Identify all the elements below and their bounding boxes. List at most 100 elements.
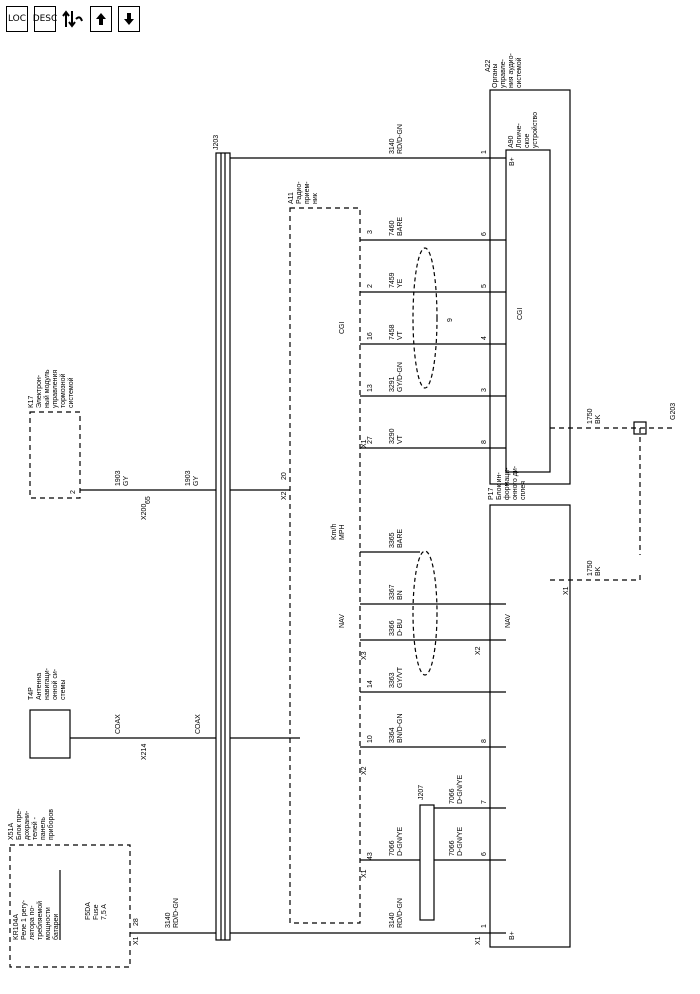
x1-label-p17: X1 — [475, 936, 482, 945]
pin-13-radio: 13 — [367, 384, 374, 392]
w3364-circuit: 3364 — [389, 727, 396, 743]
t4p-name-1: Антенна — [36, 673, 43, 700]
w3140-circuit-top: 3140 — [389, 138, 396, 154]
a90-box — [505, 149, 551, 473]
w7066-circuit-a: 7066 — [389, 840, 396, 856]
w3291-color: GY/D-GN — [397, 362, 404, 392]
w1903-circuit-a: 1903 — [115, 470, 122, 486]
w1750-circuit-a: 1750 — [587, 408, 594, 424]
w3367-circuit: 3367 — [389, 584, 396, 600]
pin-2-radio: 2 — [367, 284, 374, 288]
arrow-up-icon[interactable] — [90, 6, 112, 32]
pin-3-radio: 3 — [367, 230, 374, 234]
shield-number-9: 9 — [447, 318, 454, 322]
a22-name-1: Органы — [492, 63, 499, 88]
w3363-circuit: 3363 — [389, 672, 396, 688]
w7459-circuit: 7459 — [389, 272, 396, 288]
j203-bar — [215, 152, 231, 941]
kr104a-name-1: Реле 1 регу- — [21, 899, 28, 940]
svg-text:A22: A22 — [485, 59, 492, 72]
w7066-color-b: D-GN/YE — [457, 775, 464, 805]
k17-name-2: ный модуль — [43, 369, 51, 408]
pin-10-radio: 10 — [367, 735, 374, 743]
w7459-color: YE — [397, 278, 404, 288]
pin-43-radio: 43 — [367, 852, 374, 860]
kr104a-name-5: батареи — [52, 914, 60, 940]
a22-name-3: ния аудио- — [508, 53, 515, 88]
desc-label: DESC — [32, 14, 58, 24]
w1903-circuit-b: 1903 — [185, 470, 192, 486]
a90-name-3: устройство — [531, 112, 539, 148]
x200-label: X200 — [141, 504, 148, 520]
w7066-circuit-b: 7066 — [449, 788, 456, 804]
w7066-color-c: D-GN/YE — [457, 827, 464, 857]
cgi-label-radio: CGI — [339, 322, 346, 335]
t4p-id: T4P — [28, 687, 35, 700]
desc-button[interactable]: DESC — [32, 6, 58, 32]
a11-name-1: Радио- — [296, 181, 303, 204]
x1-label-radio-b: X1 — [361, 869, 368, 878]
updown-arrows-icon[interactable] — [62, 6, 84, 32]
p17-name-2: формаци- — [504, 467, 511, 500]
a90-name-2: ское — [524, 133, 531, 148]
w7460-color: BARE — [397, 217, 404, 236]
pin-2-k17: 2 — [70, 490, 77, 494]
k17-name-4: тормозной — [59, 373, 67, 408]
x3-label-radio: X3 — [361, 651, 368, 660]
x51a-name-5: приборов — [47, 809, 55, 840]
k17-id: K17 — [28, 395, 35, 408]
x214-label: X214 — [141, 744, 148, 760]
loc-button[interactable]: LOC — [6, 6, 28, 32]
x1-label-p17-gnd: X1 — [563, 586, 570, 595]
pin-14-radio: 14 — [367, 680, 374, 688]
w1750-circuit-b: 1750 — [587, 560, 594, 576]
pin-1-a90: 1 — [481, 150, 488, 154]
w3363-color: GY/VT — [397, 666, 404, 688]
toolbar: LOC DESC — [6, 6, 140, 32]
w1903-color-a: GY — [123, 476, 130, 486]
w7066-color-a: D-GN/YE — [397, 827, 404, 857]
arrow-down-icon[interactable] — [118, 6, 140, 32]
w1903-color-b: GY — [193, 476, 200, 486]
w7458-color: VT — [397, 330, 404, 340]
a11-name-2: прием- — [304, 181, 311, 204]
x51a-name-2: дохрани- — [24, 810, 31, 840]
x1-label-radio: X1 — [361, 439, 368, 448]
j203-label: J203 — [213, 135, 220, 150]
pin-6-a90: 6 — [481, 232, 488, 236]
w1750-color-b: BK — [595, 566, 602, 576]
w3365-circuit: 3365 — [389, 532, 396, 548]
p17-name-3: онного ди- — [512, 465, 519, 500]
pin-1-p17: 1 — [481, 924, 488, 928]
bplus-label-a90: B+ — [509, 157, 516, 166]
a22-box — [489, 89, 571, 485]
loc-label: LOC — [7, 14, 27, 24]
coax-label-b: COAX — [195, 714, 202, 734]
w3366-color: D-BU — [397, 619, 404, 636]
kr104a-name-2: лятора по- — [29, 905, 36, 940]
w3140-circuit-bottom: 3140 — [389, 912, 396, 928]
fuse-id: F5DA — [85, 902, 92, 920]
x51a-name-3: телей - — [31, 816, 39, 840]
a11-name-3: ник — [312, 192, 319, 204]
a22-name-4: системой — [515, 57, 523, 88]
cgi-label-a90: CGI — [517, 308, 524, 321]
w3367-color: BN — [397, 590, 404, 600]
nav-label-p17: NAV — [505, 614, 512, 628]
k17-name-3: управления — [52, 370, 59, 408]
kmh-label: Km/h — [331, 524, 338, 540]
x51a-name-1: Блок пре- — [16, 808, 23, 840]
w3291-circuit: 3291 — [389, 376, 396, 392]
x2-label-p17: X2 — [475, 646, 482, 655]
pin-20: 20 — [281, 472, 288, 480]
w3290-circuit: 3290 — [389, 428, 396, 444]
pin-16-radio: 16 — [367, 332, 374, 340]
j207-label: J207 — [418, 785, 425, 800]
p17-name-4: сплея — [520, 481, 527, 500]
w7460-circuit: 7460 — [389, 220, 396, 236]
a90-name-1: Логиче- — [516, 123, 523, 148]
k17-box — [29, 411, 81, 499]
t4p-name-2: навигаци- — [44, 667, 51, 700]
nav-label-radio: NAV — [339, 614, 346, 628]
t4p-box — [29, 709, 71, 759]
